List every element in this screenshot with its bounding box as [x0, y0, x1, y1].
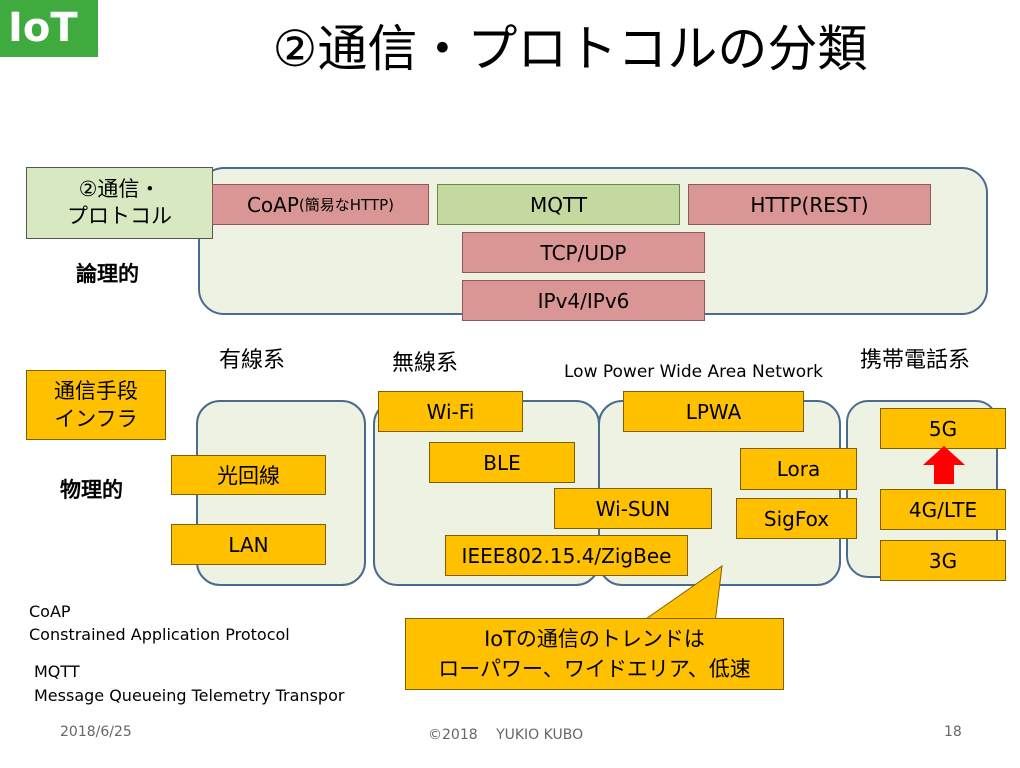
tcp-udp-box: TCP/UDP [462, 232, 705, 273]
mqtt-box: MQTT [437, 184, 680, 225]
page-title: ②通信・プロトコルの分類 [272, 20, 868, 78]
coap-box: CoAP(簡易なHTTP) [212, 184, 429, 225]
lpwa-heading: Low Power Wide Area Network [564, 362, 824, 382]
mqtt-note-full: Message Queueing Telemetry Transpor [34, 686, 345, 705]
coap-note-full: Constrained Application Protocol [29, 625, 290, 644]
3g-box: 3G [880, 540, 1006, 581]
logical-label: 論理的 [76, 262, 139, 286]
callout-line1: IoTの通信のトレンドは [484, 627, 705, 651]
footer-date: 2018/6/25 [60, 724, 132, 740]
4g-lte-box: 4G/LTE [880, 489, 1006, 530]
infra-label-box: 通信手段 インフラ [26, 370, 166, 440]
wifi-box: Wi-Fi [378, 391, 523, 432]
lpwa-box: LPWA [623, 391, 804, 432]
trend-callout: IoTの通信のトレンドは ローパワー、ワイドエリア、低速 [405, 618, 784, 690]
infra-label-line2: インフラ [54, 407, 138, 431]
ble-box: BLE [429, 442, 575, 483]
mqtt-note-title: MQTT [34, 662, 80, 681]
coap-note: (簡易なHTTP) [298, 196, 395, 214]
callout-line2: ローパワー、ワイドエリア、低速 [438, 657, 751, 681]
fiber-box: 光回線 [171, 455, 326, 495]
wired-heading: 有線系 [219, 348, 286, 373]
zigbee-box: IEEE802.15.4/ZigBee [445, 535, 688, 576]
iot-badge: IoT [0, 0, 98, 57]
footer-copyright: ©2018 YUKIO KUBO [428, 727, 584, 743]
coap-note-title: CoAP [29, 602, 71, 621]
ip-box: IPv4/IPv6 [462, 280, 705, 321]
wisun-box: Wi-SUN [554, 488, 712, 529]
sigfox-box: SigFox [736, 498, 857, 539]
infra-label-line1: 通信手段 [54, 379, 138, 403]
lan-box: LAN [171, 524, 326, 565]
callout-pointer [638, 565, 723, 624]
protocol-label-line1: ②通信・ [78, 177, 161, 201]
upgrade-arrow-icon [923, 446, 965, 484]
physical-label: 物理的 [60, 478, 123, 502]
lora-box: Lora [740, 448, 857, 490]
wireless-heading: 無線系 [392, 351, 459, 376]
http-box: HTTP(REST) [688, 184, 931, 225]
coap-label: CoAP [246, 192, 299, 217]
protocol-label-line2: プロトコル [67, 204, 172, 228]
mobile-heading: 携帯電話系 [860, 348, 971, 373]
5g-box: 5G [880, 408, 1006, 449]
footer-page-number: 18 [944, 724, 962, 740]
protocol-label-box: ②通信・ プロトコル [26, 167, 213, 239]
